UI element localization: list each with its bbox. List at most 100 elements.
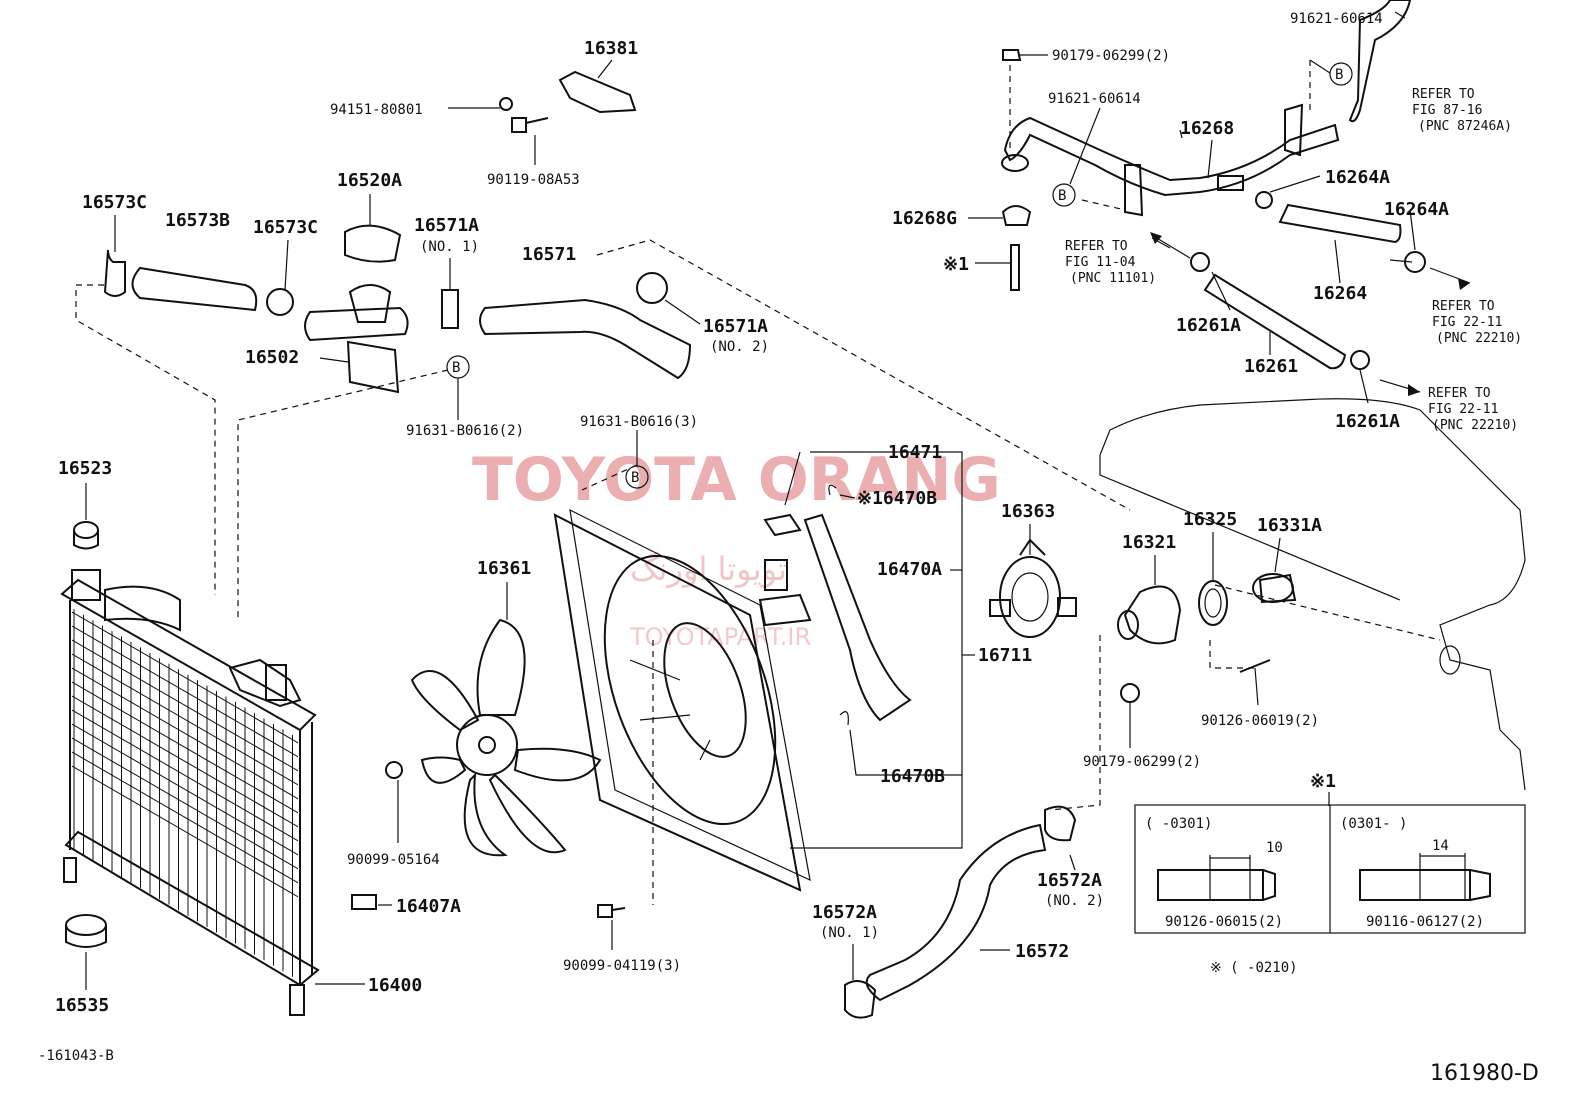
- watermark-url: TOYOTAPART.IR: [629, 623, 811, 651]
- label-16502: 16502: [245, 347, 299, 368]
- label-16264: 16264: [1313, 283, 1367, 304]
- label-91631-b0616-3: 91631-B0616(3): [580, 414, 698, 430]
- code-right: 161980-D: [1430, 1061, 1539, 1086]
- label-16471: 16471: [888, 442, 942, 463]
- label-16571a-1-note: (NO. 1): [420, 239, 479, 255]
- label-16361: 16361: [477, 558, 531, 579]
- refer-22-11-a-line2: FIG 22-11: [1432, 315, 1502, 330]
- code-left: -161043-B: [38, 1048, 114, 1064]
- label-16572a-2: 16572A: [1037, 870, 1102, 891]
- refer-11-04-line1: REFER TO: [1065, 239, 1128, 254]
- label-16261a-1: 16261A: [1176, 315, 1241, 336]
- b-marker-4: B: [1335, 67, 1343, 83]
- watermark-title: TOYOTA ORANG: [472, 445, 1001, 515]
- radiator-illustration: [60, 569, 320, 1016]
- upper-hoses-illustration: [103, 194, 701, 394]
- refer-22-11-b-line3: (PNC 22210): [1432, 418, 1518, 433]
- refer-11-04-line2: FIG 11-04: [1065, 255, 1136, 270]
- label-16571a-1: 16571A: [414, 215, 479, 236]
- bolts-lower-illustration: [351, 761, 626, 950]
- fan-shroud-illustration: [553, 508, 812, 892]
- label-16261: 16261: [1244, 356, 1298, 377]
- refer-notes: REFER TO FIG 87-16 (PNC 87246A) REFER TO…: [1065, 87, 1522, 433]
- label-16573b: 16573B: [165, 210, 230, 231]
- label-x1: ※1: [943, 254, 969, 275]
- lower-hose-illustration: [844, 805, 1077, 1019]
- radiator-core-tube: [72, 681, 298, 815]
- label-16573c-1: 16573C: [82, 192, 147, 213]
- label-16535: 16535: [55, 995, 109, 1016]
- label-16571a-2: 16571A: [703, 316, 768, 337]
- radiator-core-tube: [72, 695, 298, 829]
- radiator-core-tube: [72, 709, 298, 843]
- label-90179-06299-top: 90179-06299(2): [1052, 48, 1170, 64]
- radiator-core-tube: [72, 639, 298, 773]
- radiator-core-tube: [72, 667, 298, 801]
- label-16470b-2: 16470B: [880, 766, 945, 787]
- label-16572: 16572: [1015, 941, 1069, 962]
- label-16325: 16325: [1183, 509, 1237, 530]
- label-91621-60614-top: 91621-60614: [1290, 11, 1383, 27]
- arrow-refer-22-11-b: [1408, 384, 1420, 396]
- watermark: TOYOTA ORANG تویوتا اورنگ TOYOTAPART.IR: [472, 445, 1001, 651]
- label-16470b-1: ※16470B: [857, 488, 937, 509]
- refer-22-11-a-line3: (PNC 22210): [1436, 331, 1522, 346]
- radiator-core-tube: [72, 737, 298, 871]
- label-16520a: 16520A: [337, 170, 402, 191]
- fan-motor-illustration: [989, 524, 1077, 638]
- water-inlet-illustration: [1117, 573, 1297, 748]
- bracket-illustration: [448, 59, 637, 165]
- label-16400: 16400: [368, 975, 422, 996]
- inset-left-range: ( -0301): [1145, 816, 1212, 832]
- drain-plug-illustration: [65, 914, 107, 990]
- label-16381: 16381: [584, 38, 638, 59]
- inset-right-dim: 14: [1432, 838, 1449, 854]
- label-16571: 16571: [522, 244, 576, 265]
- label-16268: 16268: [1180, 118, 1234, 139]
- refer-11-04-line3: (PNC 11101): [1070, 271, 1156, 286]
- b-marker-1: B: [452, 360, 460, 376]
- label-16571a-2-note: (NO. 2): [710, 339, 769, 355]
- arrow-refer-22-11-a: [1458, 278, 1470, 290]
- label-91621-60614-mid: 91621-60614: [1048, 91, 1141, 107]
- inset-right-part: 90116-06127(2): [1366, 914, 1484, 930]
- label-16363: 16363: [1001, 501, 1055, 522]
- label-16321: 16321: [1122, 532, 1176, 553]
- label-16264a-2: 16264A: [1384, 199, 1449, 220]
- label-90099-05164: 90099-05164: [347, 852, 440, 868]
- refer-22-11-a-line1: REFER TO: [1432, 299, 1495, 314]
- label-16470a: 16470A: [877, 559, 942, 580]
- radiator-cap-illustration: [73, 483, 99, 550]
- radiator-core-tube: [72, 653, 298, 787]
- label-90126-06019: 90126-06019(2): [1201, 713, 1319, 729]
- label-90119-08a53: 90119-08A53: [487, 172, 580, 188]
- inset-right-range: (0301- ): [1340, 816, 1407, 832]
- radiator-core-tube: [72, 723, 298, 857]
- label-16264a-1: 16264A: [1325, 167, 1390, 188]
- b-marker-3: B: [1058, 188, 1066, 204]
- footnote: ※ ( -0210): [1210, 960, 1298, 976]
- refer-87-16-line1: REFER TO: [1412, 87, 1475, 102]
- radiator-core-tube: [72, 611, 298, 745]
- label-16572a-1: 16572A: [812, 902, 877, 923]
- label-16572a-2-note: (NO. 2): [1045, 893, 1104, 909]
- b-markers: B B B B: [446, 62, 1353, 489]
- radiator-core-tube: [72, 625, 298, 759]
- refer-22-11-b-line2: FIG 22-11: [1428, 402, 1498, 417]
- part-labels: 16381 94151-80801 90119-08A53 16520A 165…: [55, 11, 1449, 1016]
- label-90179-06299-mid: 90179-06299(2): [1083, 754, 1201, 770]
- refer-87-16-line2: FIG 87-16: [1412, 103, 1482, 118]
- inset-marker: ※1: [1310, 771, 1336, 792]
- label-94151-80801: 94151-80801: [330, 102, 423, 118]
- fan-assy-bracket: [784, 451, 975, 849]
- label-16573c-2: 16573C: [253, 217, 318, 238]
- bypass-hoses-illustration: [1151, 0, 1471, 404]
- label-16407a: 16407A: [396, 896, 461, 917]
- label-90099-04119: 90099-04119(3): [563, 958, 681, 974]
- refer-87-16-line3: (PNC 87246A): [1418, 119, 1512, 134]
- label-16268g: 16268G: [892, 208, 957, 229]
- water-bypass-pipe-illustration: [975, 49, 1340, 291]
- label-16572a-1-note: (NO. 1): [820, 925, 879, 941]
- refer-22-11-b-line1: REFER TO: [1428, 386, 1491, 401]
